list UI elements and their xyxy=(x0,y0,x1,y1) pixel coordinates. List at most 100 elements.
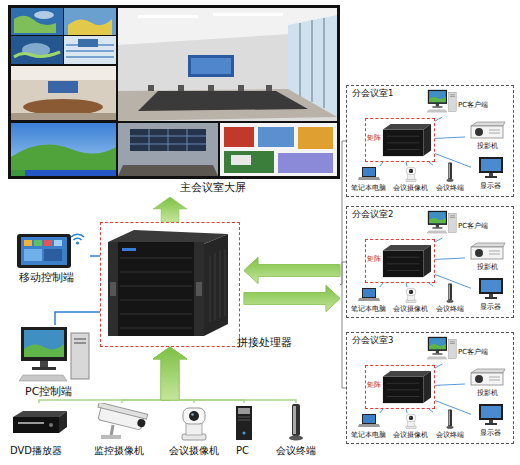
node-label: 显示器 xyxy=(480,429,501,437)
connector xyxy=(380,162,383,166)
node-label: 拼接处理器 xyxy=(237,337,292,350)
device-icon xyxy=(234,405,254,441)
connector xyxy=(39,347,187,403)
device-graphic xyxy=(447,284,454,303)
conference-terminal: 会议终端 xyxy=(270,403,322,461)
device-icon xyxy=(358,413,380,429)
device-icon xyxy=(427,210,457,234)
connector xyxy=(153,347,296,403)
device-graphic xyxy=(479,404,503,425)
device-icon xyxy=(175,405,213,441)
connector xyxy=(435,238,442,242)
device-graphic xyxy=(13,411,67,433)
connector-line xyxy=(170,400,194,403)
device-icon xyxy=(288,403,304,441)
connector-line xyxy=(429,283,433,286)
device-icon xyxy=(446,283,454,303)
connector-line xyxy=(435,275,471,289)
node-label: 监控摄像机 xyxy=(94,445,144,457)
device-graphic xyxy=(471,122,505,138)
conference-terminal: 会议终端 xyxy=(433,283,467,315)
node-label: PC客户端 xyxy=(458,222,488,230)
node-label: 笔记本电脑 xyxy=(351,305,386,313)
device-graphic xyxy=(447,410,454,429)
device-graphic xyxy=(358,167,380,180)
block-arrow xyxy=(153,347,187,400)
device-icon xyxy=(446,162,454,182)
connector-line xyxy=(435,154,471,168)
device-graphic xyxy=(471,369,505,385)
connector xyxy=(153,347,194,403)
connector xyxy=(55,312,100,325)
device-icon xyxy=(403,166,419,182)
device-graphic xyxy=(358,414,380,427)
device-icon xyxy=(358,166,380,182)
device-icon xyxy=(381,122,433,158)
device-icon xyxy=(427,336,457,360)
device-icon xyxy=(469,120,507,140)
device-icon xyxy=(381,243,433,279)
branch-room: 分会议室2PC客户端矩阵笔记本电脑会议摄像机会议终端投影机显示器 xyxy=(346,206,514,318)
device-icon xyxy=(469,367,507,387)
device-icon xyxy=(381,369,433,405)
block-arrow xyxy=(244,286,340,312)
projector: 投影机 xyxy=(465,120,511,152)
node-label: DVD播放器 xyxy=(10,445,62,457)
branch-room: 分会议室1PC客户端矩阵笔记本电脑会议摄像机会议终端投影机显示器 xyxy=(346,85,514,197)
connector xyxy=(435,275,471,289)
dvd-player: DVD播放器 xyxy=(4,403,74,461)
node-label: PC控制端 xyxy=(25,386,72,399)
device-graphic xyxy=(383,245,431,277)
block-arrow xyxy=(244,258,340,284)
connector xyxy=(406,162,407,166)
connector-line xyxy=(340,141,346,285)
conference-terminal: 会议终端 xyxy=(433,409,467,441)
node-label: 会议终端 xyxy=(436,305,464,313)
node-label: 矩阵 xyxy=(367,255,381,263)
block-arrow xyxy=(244,286,340,312)
device-icon xyxy=(403,413,419,429)
node-label: 会议终端 xyxy=(436,184,464,192)
connector xyxy=(153,197,187,222)
device-graphic xyxy=(406,288,416,302)
device-graphic xyxy=(95,402,148,439)
connector-line xyxy=(340,262,346,285)
matrix: 矩阵 xyxy=(365,118,435,162)
connector-line xyxy=(380,162,383,166)
connector-line xyxy=(39,400,170,403)
node-label: PC客户端 xyxy=(458,348,488,356)
branch-room: 分会议室3PC客户端矩阵笔记本电脑会议摄像机会议终端投影机显示器 xyxy=(346,332,514,444)
node-label: PC xyxy=(236,445,249,457)
node-label: 投影机 xyxy=(477,263,498,271)
device-icon xyxy=(104,226,232,339)
conference-camera: 会议摄像机 xyxy=(391,166,431,194)
connector-line xyxy=(340,285,346,389)
device-graphic xyxy=(406,414,416,428)
device-icon xyxy=(8,5,340,179)
connector-line xyxy=(380,283,383,287)
pc-source: PC xyxy=(228,403,260,461)
surveillance-camera: 监控摄像机 xyxy=(86,403,158,461)
connector xyxy=(429,162,433,165)
connector-line xyxy=(435,401,471,415)
device-icon xyxy=(469,241,507,261)
pc-client: PC客户端 xyxy=(427,89,509,117)
device-graphic xyxy=(236,406,252,440)
block-arrow xyxy=(153,347,187,400)
node-label: 分会议室3 xyxy=(352,336,393,346)
node-label: 会议摄像机 xyxy=(393,184,428,192)
mobile-control: 移动控制端 xyxy=(15,225,90,287)
pc-client: PC客户端 xyxy=(427,210,509,238)
laptop: 笔记本电脑 xyxy=(349,287,389,315)
device-icon xyxy=(427,89,457,113)
device-icon xyxy=(446,409,454,429)
connector-line xyxy=(380,409,383,413)
node-label: PC客户端 xyxy=(458,101,488,109)
connector-line xyxy=(429,162,433,165)
node-label: 显示器 xyxy=(480,182,501,190)
pc-client: PC客户端 xyxy=(427,336,509,364)
node-label: 矩阵 xyxy=(367,381,381,389)
device-icon xyxy=(9,409,69,435)
